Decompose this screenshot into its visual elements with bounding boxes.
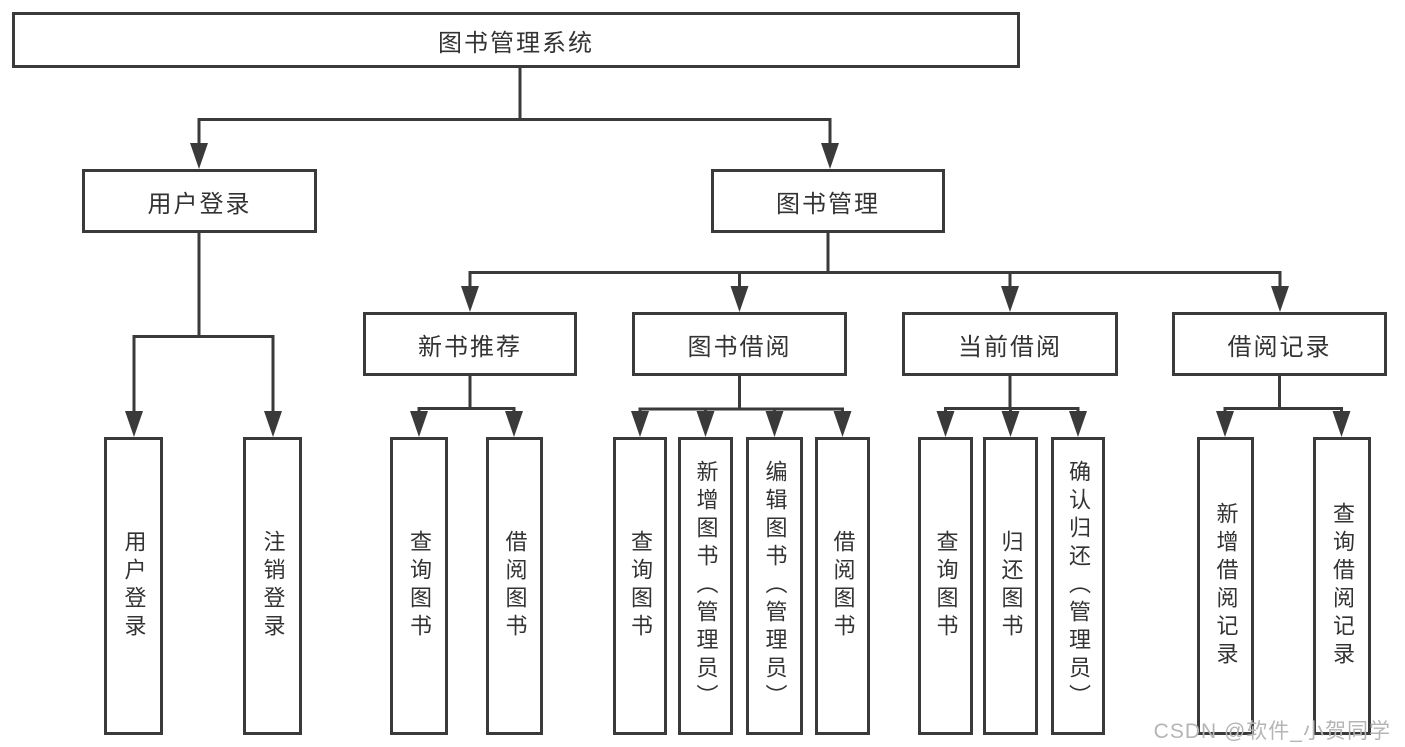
leaf-borrow-books-recommend-label: 借阅图书 <box>502 530 528 642</box>
leaf-query-books-current-label: 查询图书 <box>933 530 959 642</box>
node-user-login-label: 用户登录 <box>147 190 252 218</box>
node-root-system: 图书管理系统 <box>12 12 1020 68</box>
leaf-return-books-label: 归还图书 <box>998 530 1024 642</box>
node-current-borrow: 当前借阅 <box>902 312 1118 376</box>
tree-edges <box>125 66 1351 437</box>
leaf-user-login: 用户登录 <box>104 437 163 735</box>
leaf-edit-books-admin: 编辑图书（管理员） <box>746 437 803 735</box>
leaf-add-borrow-record-label: 新增借阅记录 <box>1213 502 1239 670</box>
leaf-query-books-borrow: 查询图书 <box>613 437 667 735</box>
leaf-add-books-admin: 新增图书（管理员） <box>678 437 733 735</box>
leaf-edit-books-admin-label: 编辑图书（管理员） <box>762 460 788 712</box>
node-book-management-label: 图书管理 <box>776 190 880 218</box>
leaf-borrow-books: 借阅图书 <box>815 437 870 735</box>
leaf-logout: 注销登录 <box>243 437 302 735</box>
leaf-logout-label: 注销登录 <box>260 530 286 642</box>
leaf-query-borrow-record: 查询借阅记录 <box>1313 437 1371 735</box>
leaf-query-borrow-record-label: 查询借阅记录 <box>1330 502 1355 670</box>
leaf-user-login-label: 用户登录 <box>121 530 147 642</box>
leaf-confirm-return-admin: 确认归还（管理员） <box>1051 437 1105 735</box>
csdn-watermark: CSDN @软件_小贺同学 <box>1153 720 1391 743</box>
leaf-query-books-recommend-label: 查询图书 <box>407 530 432 642</box>
leaf-confirm-return-admin-label: 确认归还（管理员） <box>1066 460 1091 712</box>
node-book-borrow-label: 图书借阅 <box>687 333 792 361</box>
leaf-add-borrow-record: 新增借阅记录 <box>1197 437 1254 735</box>
leaf-return-books: 归还图书 <box>983 437 1038 735</box>
leaf-borrow-books-recommend: 借阅图书 <box>486 437 543 735</box>
node-root-label: 图书管理系统 <box>438 29 594 57</box>
node-new-book-recommend: 新书推荐 <box>363 312 577 376</box>
node-borrow-records-label: 借阅记录 <box>1227 333 1332 361</box>
leaf-query-books-current: 查询图书 <box>918 437 973 735</box>
leaf-query-books-recommend: 查询图书 <box>390 437 448 735</box>
node-borrow-records: 借阅记录 <box>1172 312 1387 376</box>
leaf-add-books-admin-label: 新增图书（管理员） <box>693 460 719 712</box>
node-user-login: 用户登录 <box>82 169 317 233</box>
node-book-management: 图书管理 <box>711 169 945 233</box>
node-new-book-recommend-label: 新书推荐 <box>418 333 522 361</box>
leaf-borrow-books-label: 借阅图书 <box>830 530 856 642</box>
node-book-borrow: 图书借阅 <box>632 312 847 376</box>
node-current-borrow-label: 当前借阅 <box>958 333 1062 361</box>
leaf-query-books-borrow-label: 查询图书 <box>628 530 653 642</box>
